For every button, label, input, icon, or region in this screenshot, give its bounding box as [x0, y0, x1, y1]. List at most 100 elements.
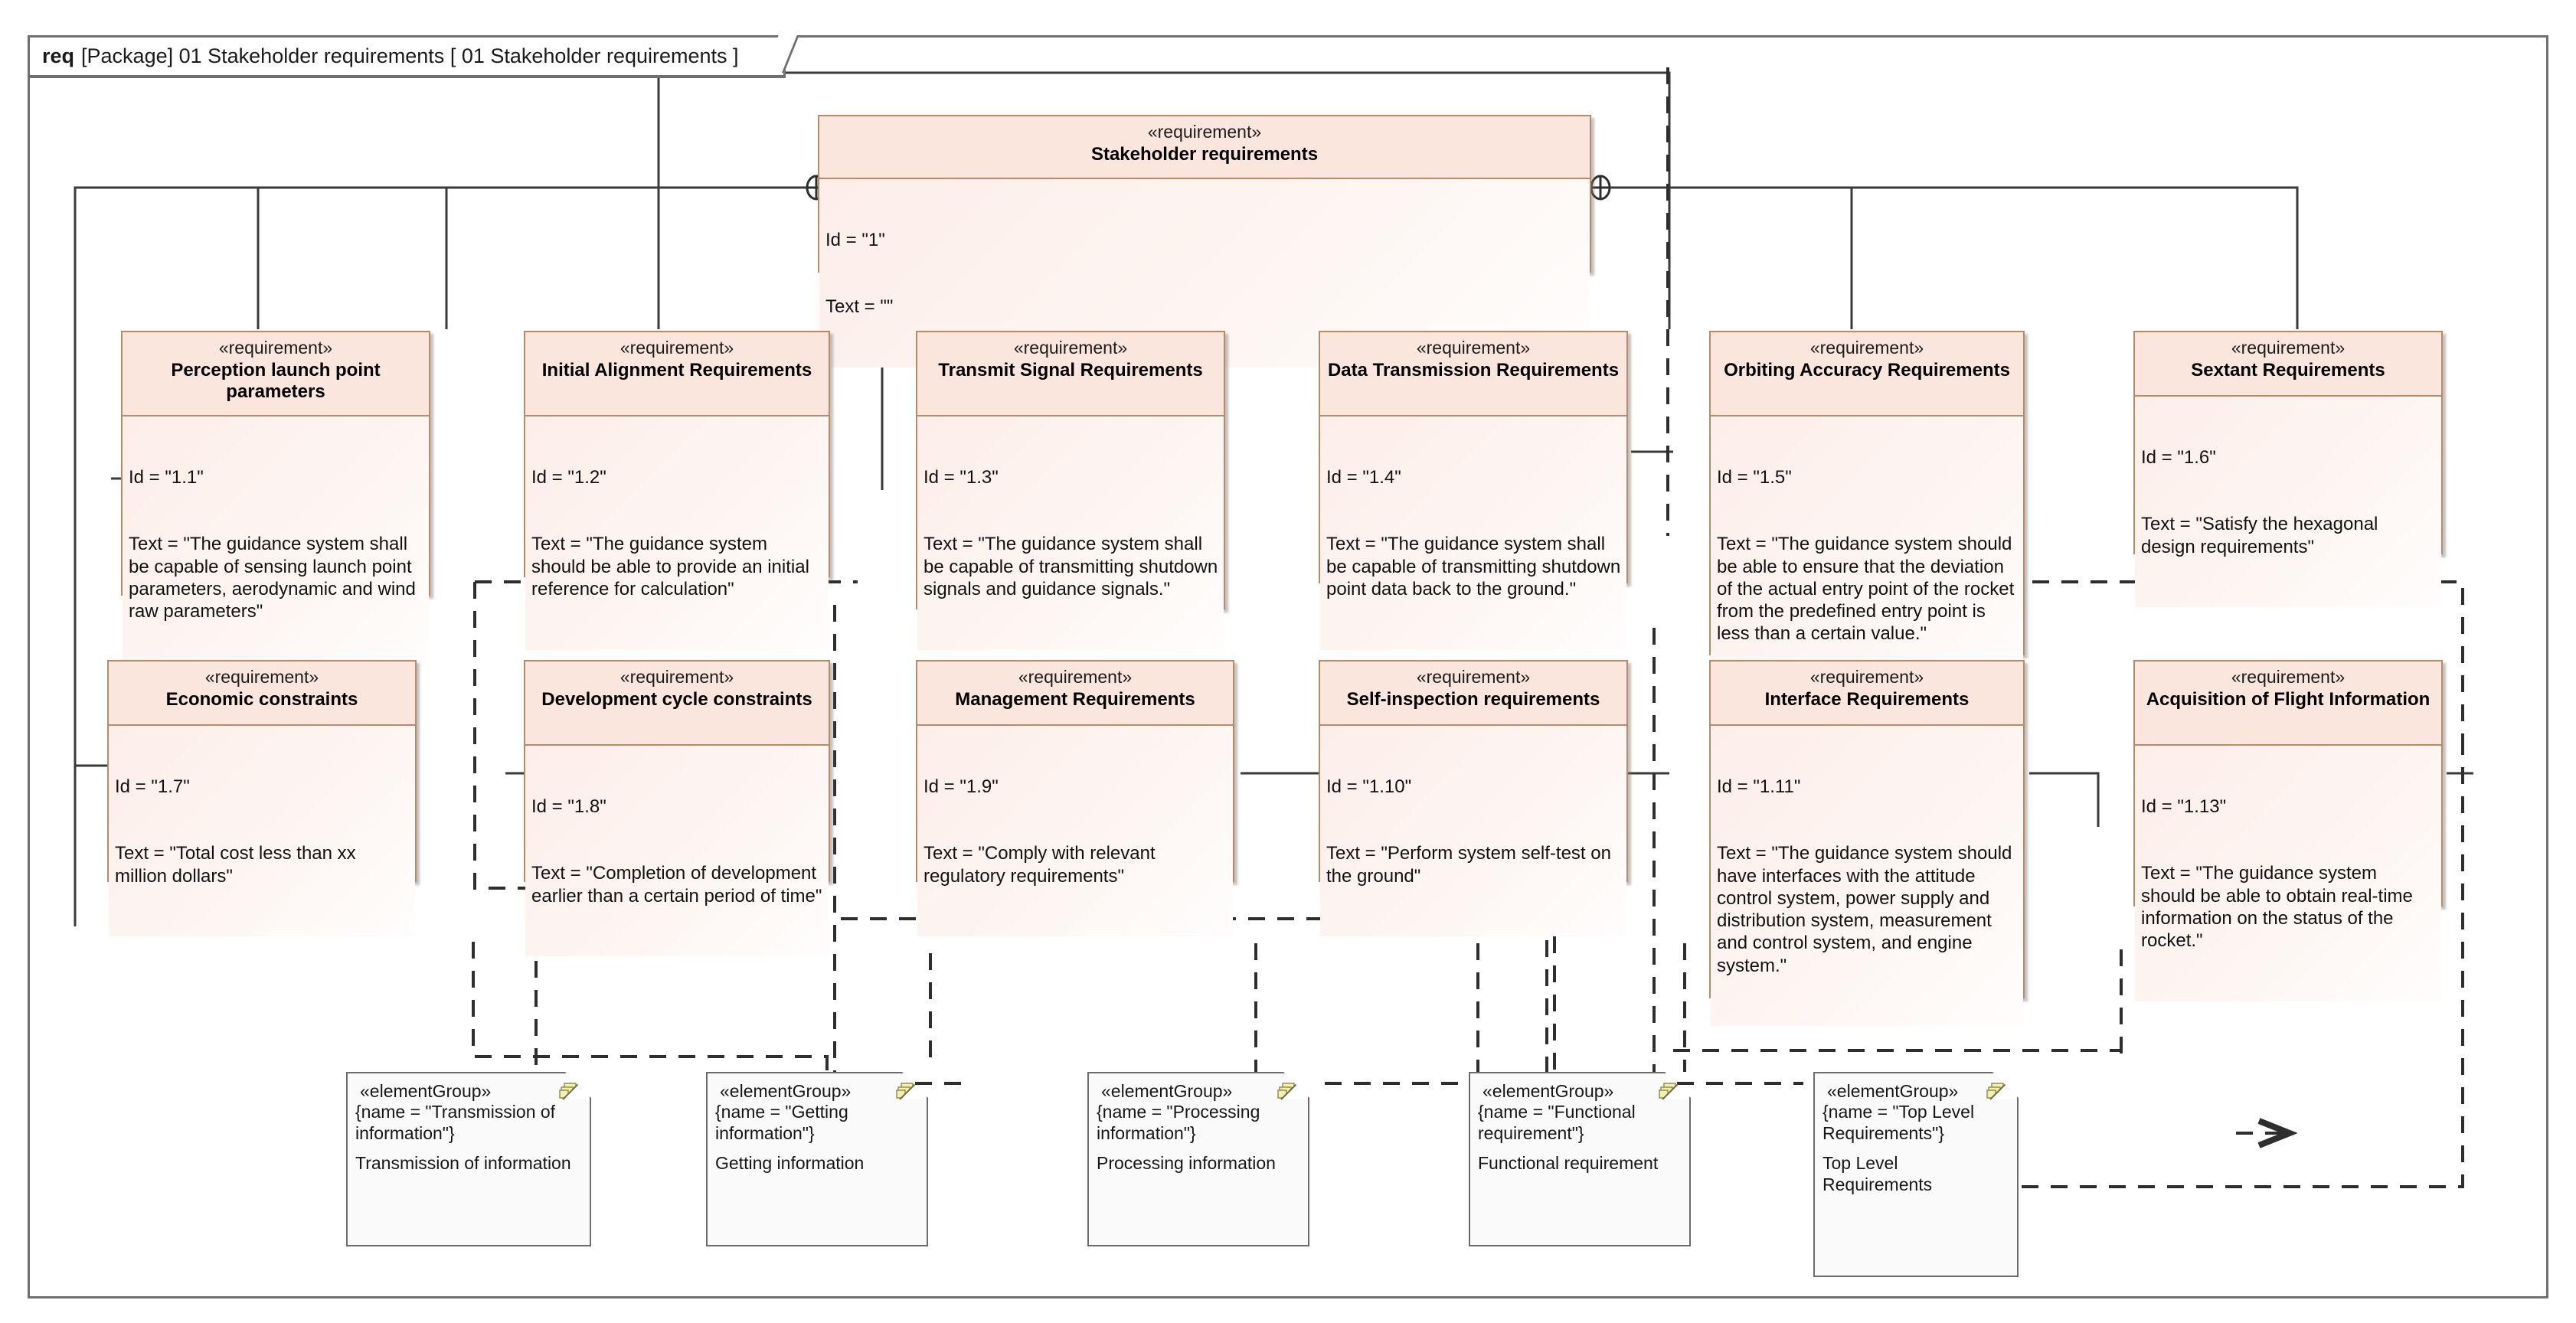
block-body: Id = "1.11" Text = "The guidance system … [1711, 726, 2023, 1027]
stereotype-label: «requirement» [1809, 338, 1924, 358]
stereotype-label: «requirement» [619, 667, 734, 687]
stereotype-label: «requirement» [1416, 338, 1531, 358]
block-body: Id = "1.1" Text = "The guidance system s… [123, 416, 429, 672]
diagram-frame-label: req [Package] 01 Stakeholder requirement… [28, 35, 799, 78]
element-group-body: Getting information [715, 1153, 865, 1174]
block-body: Id = "1.8" Text = "Completion of develop… [525, 746, 829, 957]
element-group-name: {name = "Functional requirement"} [1478, 1102, 1641, 1143]
element-group-body: Transmission of information [355, 1153, 571, 1174]
requirement-block-orbiting-accuracy[interactable]: «requirement» Orbiting Accuracy Requirem… [1709, 331, 2025, 695]
block-name: Acquisition of Flight Information [2146, 688, 2431, 710]
stereotype-label: «requirement» [1416, 667, 1531, 687]
note-header: «elementGroup» [348, 1073, 590, 1102]
id-property: Id = "1.13" [2141, 795, 2227, 817]
text-property: Text = "The guidance system shall be cap… [924, 534, 1223, 599]
stereotype-label: «requirement» [2231, 667, 2346, 687]
block-name: Economic constraints [165, 688, 358, 710]
stereotype-label: «requirement» [619, 338, 734, 358]
text-property: Text = "Perform system self-test on the … [1326, 843, 1617, 887]
stereotype-label: «elementGroup» [1101, 1081, 1233, 1101]
requirement-block-stakeholder[interactable]: «requirement» Stakeholder requirements I… [818, 115, 1591, 368]
block-name: Sextant Requirements [2191, 359, 2385, 381]
stereotype-label: «requirement» [1809, 667, 1924, 687]
element-group-name: {name = "Processing information"} [1097, 1102, 1265, 1143]
text-property: Text = "The guidance system should be ab… [2141, 863, 2418, 952]
stereotype-label: «requirement» [1147, 122, 1262, 142]
requirement-block-economic[interactable]: «requirement» Economic constraints Id = … [107, 660, 417, 937]
note-header: «elementGroup» [1470, 1073, 1689, 1102]
requirement-block-transmit-signal[interactable]: «requirement» Transmit Signal Requiremen… [916, 331, 1225, 650]
block-header: «requirement» Sextant Requirements [2135, 332, 2441, 397]
requirement-block-initial-alignment[interactable]: «requirement» Initial Alignment Requirem… [524, 331, 830, 650]
note-header: «elementGroup» [708, 1073, 927, 1102]
stereotype-label: «requirement» [218, 338, 333, 358]
block-body: Id = "1.9" Text = "Comply with relevant … [917, 726, 1233, 937]
id-property: Id = "1.4" [1326, 466, 1401, 488]
requirement-block-acquisition-flight[interactable]: «requirement» Acquisition of Flight Info… [2133, 660, 2443, 1001]
block-body: Id = "1.2" Text = "The guidance system s… [525, 416, 829, 650]
element-group-body: Top Level Requirements [1822, 1153, 1933, 1194]
id-property: Id = "1.9" [924, 776, 999, 797]
element-group-note-toplevel[interactable]: «elementGroup» {name = "Top Level Requir… [1813, 1072, 2019, 1277]
block-header: «requirement» Data Transmission Requirem… [1320, 332, 1626, 416]
text-property: Text = "Total cost less than xx million … [115, 843, 361, 887]
element-group-name: {name = "Top Level Requirements"} [1822, 1102, 1979, 1143]
stereotype-label: «elementGroup» [1483, 1081, 1614, 1101]
block-name: Initial Alignment Requirements [541, 359, 812, 381]
element-group-name: {name = "Transmission of information"} [355, 1102, 561, 1143]
note-header: «elementGroup» [1089, 1073, 1308, 1102]
id-property: Id = "1.6" [2141, 446, 2216, 468]
text-property: Text = "The guidance system shall be cap… [129, 534, 421, 622]
block-name: Transmit Signal Requirements [938, 359, 1203, 381]
stereotype-label: «elementGroup» [1827, 1081, 1959, 1101]
requirement-block-development-cycle[interactable]: «requirement» Development cycle constrai… [524, 660, 830, 957]
text-property: Text = "The guidance system shall be cap… [1326, 534, 1626, 599]
requirement-block-interface[interactable]: «requirement» Interface Requirements Id … [1709, 660, 2025, 1027]
block-name: Stakeholder requirements [1090, 143, 1319, 165]
requirement-block-self-inspection[interactable]: «requirement» Self-inspection requiremen… [1319, 660, 1628, 937]
block-header: «requirement» Economic constraints [109, 662, 415, 726]
block-header: «requirement» Management Requirements [917, 662, 1233, 726]
id-property: Id = "1.7" [115, 776, 190, 797]
requirement-block-management[interactable]: «requirement» Management Requirements Id… [916, 660, 1234, 937]
id-property: Id = "1" [825, 229, 885, 250]
block-name: Perception launch point parameters [171, 359, 381, 402]
text-property: Text = "Comply with relevant regulatory … [924, 843, 1161, 887]
element-group-note-getting[interactable]: «elementGroup» {name = "Getting informat… [706, 1072, 928, 1246]
requirement-block-data-transmission[interactable]: «requirement» Data Transmission Requirem… [1319, 331, 1628, 650]
block-body: Id = "1.10" Text = "Perform system self-… [1320, 726, 1626, 937]
element-group-note-processing[interactable]: «elementGroup» {name = "Processing infor… [1087, 1072, 1309, 1246]
stereotype-label: «requirement» [2231, 338, 2346, 358]
stereotype-label: «requirement» [1018, 667, 1133, 687]
block-name: Management Requirements [955, 688, 1195, 710]
block-body: Id = "1.4" Text = "The guidance system s… [1320, 416, 1626, 650]
text-property: Text = "" [825, 296, 894, 318]
block-body: Id = "1.5" Text = "The guidance system s… [1711, 416, 2023, 695]
element-group-body: Processing information [1097, 1153, 1276, 1174]
text-property: Text = "The guidance system should be ab… [531, 534, 815, 599]
block-name: Data Transmission Requirements [1327, 359, 1620, 381]
requirement-block-sextant[interactable]: «requirement» Sextant Requirements Id = … [2133, 331, 2443, 608]
diagram-keyword: req [42, 44, 75, 67]
block-header: «requirement» Initial Alignment Requirem… [525, 332, 829, 416]
element-group-note-transmission[interactable]: «elementGroup» {name = "Transmission of … [346, 1072, 591, 1246]
block-body: Id = "1.7" Text = "Total cost less than … [109, 726, 415, 937]
stereotype-label: «elementGroup» [720, 1081, 852, 1101]
block-header: «requirement» Self-inspection requiremen… [1320, 662, 1626, 726]
element-group-note-functional[interactable]: «elementGroup» {name = "Functional requi… [1469, 1072, 1691, 1246]
block-header: «requirement» Acquisition of Flight Info… [2135, 662, 2441, 746]
id-property: Id = "1.3" [924, 466, 999, 488]
id-property: Id = "1.11" [1717, 776, 1801, 797]
block-name: Development cycle constraints [541, 688, 812, 710]
text-property: Text = "Completion of development earlie… [531, 863, 822, 906]
block-body: Id = "1.6" Text = "Satisfy the hexagonal… [2135, 397, 2441, 608]
requirement-block-perception[interactable]: «requirement» Perception launch point pa… [121, 331, 430, 672]
id-property: Id = "1.5" [1717, 466, 1792, 488]
block-body: Id = "1.3" Text = "The guidance system s… [917, 416, 1224, 650]
block-name: Orbiting Accuracy Requirements [1724, 359, 2010, 381]
id-property: Id = "1.8" [531, 795, 606, 817]
block-header: «requirement» Stakeholder requirements [819, 116, 1590, 179]
block-name: Self-inspection requirements [1346, 688, 1600, 710]
block-header: «requirement» Interface Requirements [1711, 662, 2023, 726]
